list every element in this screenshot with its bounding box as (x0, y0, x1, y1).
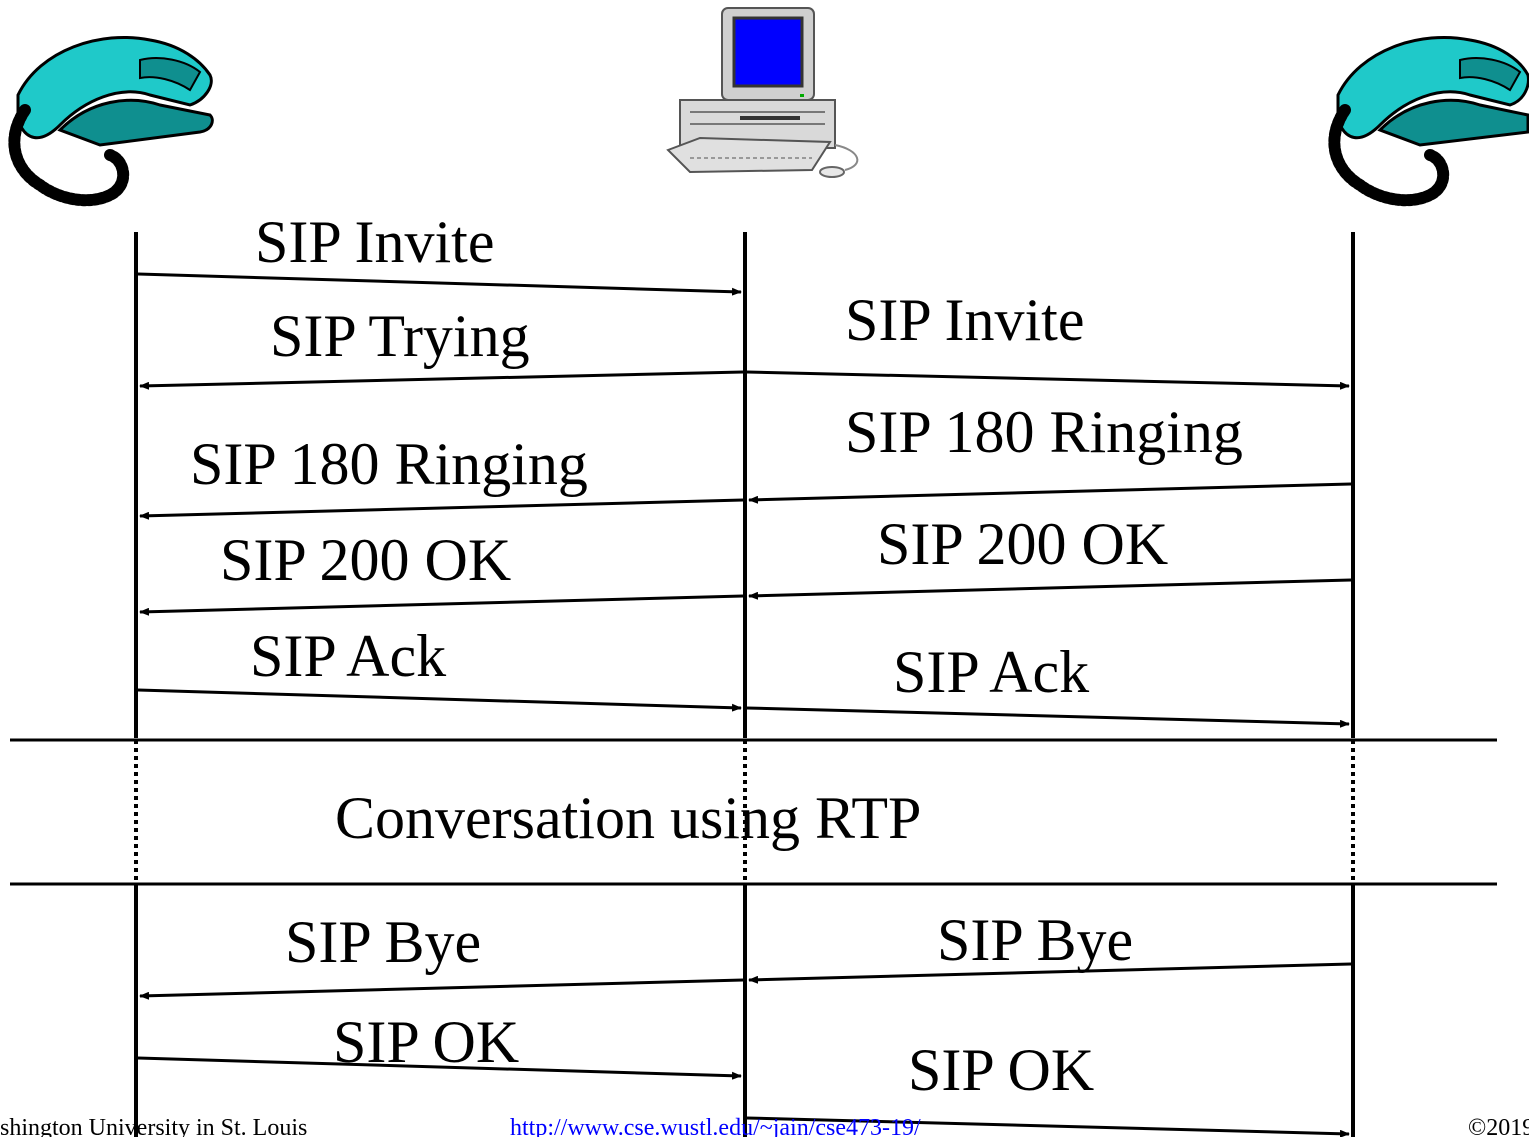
label-ack-left: SIP Ack (250, 623, 446, 689)
arrow-ok-callee-to-server (748, 578, 1352, 600)
arrow-bye-callee-to-server (748, 962, 1352, 984)
label-invite-left: SIP Invite (255, 209, 494, 275)
arrow-invite-server-to-callee (746, 370, 1350, 390)
label-bye-right: SIP Bye (937, 907, 1133, 973)
arrow-ringing-server-to-caller (139, 498, 744, 520)
label-sipok-left: SIP OK (333, 1009, 519, 1075)
label-trying-left: SIP Trying (270, 303, 530, 369)
arrow-invite-caller-to-server (137, 272, 742, 296)
label-invite-right: SIP Invite (845, 287, 1084, 353)
arrow-ok-server-to-caller (139, 594, 744, 616)
arrow-trying-server-to-caller (139, 370, 744, 390)
arrow-bye-server-to-caller (139, 978, 744, 1000)
label-bye-left: SIP Bye (285, 909, 481, 975)
footer-copyright: ©2019 (1468, 1115, 1529, 1137)
sip-server-computer-icon (666, 7, 859, 178)
label-ringing-right: SIP 180 Ringing (845, 399, 1243, 465)
arrow-ringing-callee-to-server (748, 482, 1352, 504)
arrow-sipok-server-to-callee (746, 1116, 1350, 1137)
label-ringing-left: SIP 180 Ringing (190, 431, 588, 497)
label-200ok-right: SIP 200 OK (877, 511, 1168, 577)
callee-phone-icon (1328, 35, 1529, 207)
arrow-sipok-caller-to-server (137, 1056, 742, 1080)
footer-url-link[interactable]: http://www.cse.wustl.edu/~jain/cse473-19… (510, 1115, 921, 1137)
label-sipok-right: SIP OK (908, 1037, 1094, 1103)
arrow-ack-server-to-callee (746, 706, 1350, 728)
label-200ok-left: SIP 200 OK (220, 527, 511, 593)
conversation-label: Conversation using RTP (335, 785, 921, 851)
arrow-ack-caller-to-server (137, 688, 742, 712)
label-ack-right: SIP Ack (893, 639, 1089, 705)
caller-phone-icon (8, 35, 214, 207)
footer-institution: shington University in St. Louis (0, 1115, 307, 1137)
